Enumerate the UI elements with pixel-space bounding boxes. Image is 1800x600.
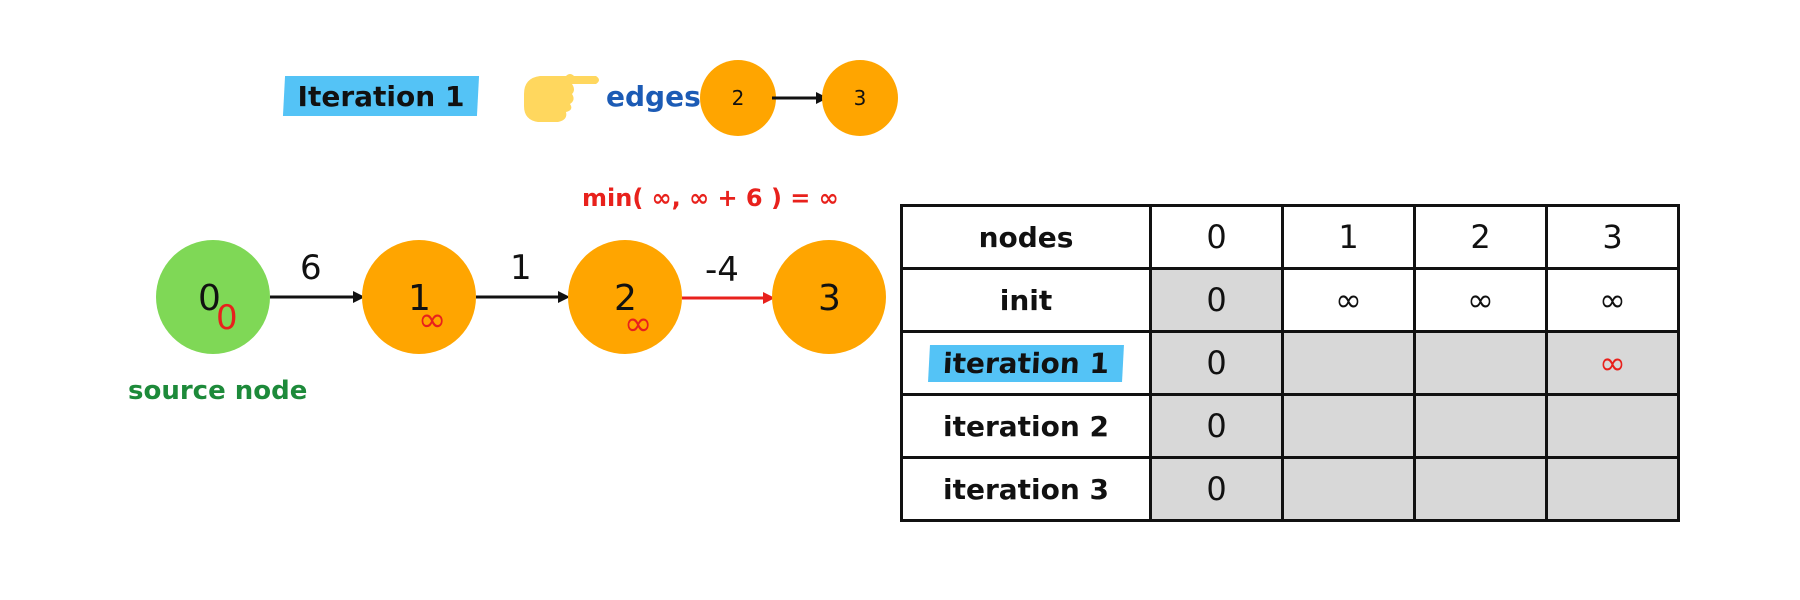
table-cell — [1413, 393, 1548, 459]
relaxation-formula: min( ∞, ∞ + 6 ) = ∞ — [582, 184, 839, 212]
header-node-from: 2 — [700, 60, 776, 136]
edge-1-2 — [476, 291, 570, 303]
table-cell — [1281, 330, 1416, 396]
table-cell — [1413, 330, 1548, 396]
edge-2-3 — [682, 292, 775, 304]
distance-table: nodes 0 1 2 3 init 0 ∞ ∞ ∞ iteration 1 0… — [900, 204, 1680, 522]
graph-node-1: 1 ∞ — [362, 240, 476, 354]
table-row-iteration-3: iteration 3 0 — [900, 456, 1680, 522]
table-row-iteration-1: iteration 1 0 ∞ — [900, 330, 1680, 396]
table-header-cell: 2 — [1413, 204, 1548, 270]
table-cell: 0 — [1149, 393, 1284, 459]
table-cell: 0 — [1149, 330, 1284, 396]
table-cell — [1281, 456, 1416, 522]
table-header-row: nodes 0 1 2 3 — [900, 204, 1680, 270]
table-cell: ∞ — [1545, 267, 1680, 333]
table-cell: ∞ — [1413, 267, 1548, 333]
table-header-cell: 1 — [1281, 204, 1416, 270]
header-node-from-label: 2 — [731, 86, 745, 110]
source-node-label: source node — [128, 376, 308, 406]
graph-node-3: 3 — [772, 240, 886, 354]
node-3-label: 3 — [818, 278, 841, 319]
header-node-to: 3 — [822, 60, 898, 136]
row-label: init — [900, 267, 1152, 333]
table-cell — [1545, 456, 1680, 522]
table-cell: 0 — [1149, 267, 1284, 333]
edge-weight-0-1: 6 — [300, 248, 322, 288]
table-cell — [1413, 456, 1548, 522]
table-cell — [1545, 393, 1680, 459]
edge-0-1 — [270, 291, 365, 303]
node-1-label: 1 — [408, 278, 431, 319]
graph-edges — [270, 291, 775, 304]
table-header-cell: nodes — [900, 204, 1152, 270]
graph-node-2: 2 ∞ — [568, 240, 682, 354]
node-2-label: 2 — [614, 278, 637, 319]
header-node-to-label: 3 — [853, 86, 867, 110]
row-label: iteration 2 — [900, 393, 1152, 459]
row-label-highlighted: iteration 1 — [900, 330, 1152, 396]
row-label: iteration 3 — [900, 456, 1152, 522]
table-cell: ∞ — [1281, 267, 1416, 333]
table-cell-updated: ∞ — [1545, 330, 1680, 396]
node-0-distance: 0 — [216, 298, 238, 338]
table-cell — [1281, 393, 1416, 459]
table-row-init: init 0 ∞ ∞ ∞ — [900, 267, 1680, 333]
table-header-cell: 3 — [1545, 204, 1680, 270]
edge-weight-1-2: 1 — [510, 248, 532, 288]
edges-label: edges — [606, 80, 701, 113]
pointing-hand-icon — [516, 66, 602, 132]
node-0-label: 0 — [198, 278, 221, 319]
graph-node-0: 0 0 — [156, 240, 270, 354]
table-cell: 0 — [1149, 456, 1284, 522]
table-header-cell: 0 — [1149, 204, 1284, 270]
iteration-title: Iteration 1 — [297, 79, 465, 113]
node-1-distance: ∞ — [418, 300, 447, 340]
node-2-distance: ∞ — [624, 304, 653, 344]
table-row-iteration-2: iteration 2 0 — [900, 393, 1680, 459]
row-label: iteration 1 — [927, 344, 1125, 382]
edge-weight-2-3: -4 — [705, 250, 739, 290]
